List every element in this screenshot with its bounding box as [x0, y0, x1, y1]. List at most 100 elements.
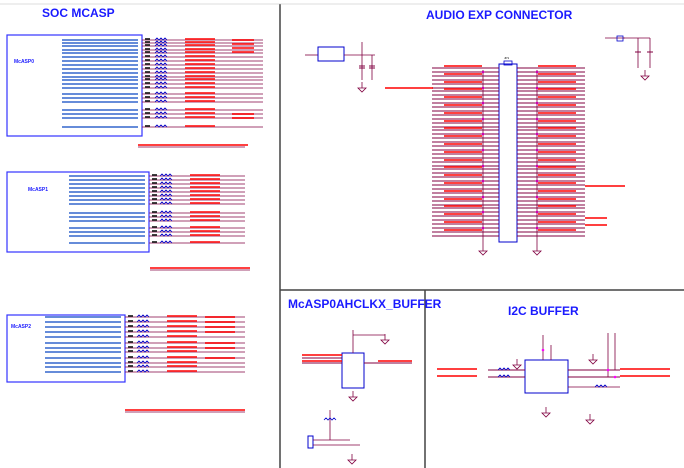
pin-name-label: [62, 126, 138, 128]
net-label: [185, 48, 215, 50]
net-label: [232, 117, 254, 119]
pin-number: [152, 174, 157, 176]
resistor-icon: [154, 99, 168, 103]
net-label: [444, 65, 482, 67]
pin-number: [145, 51, 150, 53]
ferrite-bead: [317, 46, 345, 62]
pin-name-label: [45, 316, 121, 318]
resistor-icon: [154, 40, 168, 44]
pin-number: [145, 92, 150, 94]
net-label: [190, 226, 220, 228]
net-label: [538, 127, 576, 129]
resistor-icon: [154, 37, 168, 41]
pin-number: [128, 365, 133, 367]
pin-name-label: [69, 191, 145, 193]
resistor-icon: [154, 47, 168, 51]
resistor-icon: [159, 229, 173, 233]
net-label: [185, 96, 215, 98]
net-label: [444, 81, 482, 83]
net-label: [185, 71, 215, 73]
net-label: [378, 360, 412, 362]
pin-name-label: [69, 195, 145, 197]
title-mcasp0ahclkx-buffer: McASP0AHCLKX_BUFFER: [288, 297, 442, 311]
pin-number: [145, 108, 150, 110]
net-label: [167, 346, 197, 348]
resistor-icon: [159, 181, 173, 185]
net-label: [185, 67, 215, 69]
resistor-icon: [136, 329, 150, 333]
pin-number: [152, 241, 157, 243]
pin-number: [128, 325, 133, 327]
pin-name-label: [69, 183, 145, 185]
resistor-icon: [159, 214, 173, 218]
pin-number: [145, 59, 150, 61]
pin-name-label: [62, 79, 138, 81]
pin-name-label: [45, 342, 121, 344]
pin-number: [128, 320, 133, 322]
pin-number: [128, 346, 133, 348]
resistor-icon: [159, 197, 173, 201]
net-label: [444, 151, 482, 153]
net-label: [205, 347, 235, 349]
pin-name-label: [45, 362, 121, 364]
block-label-mcasp1: McASP1: [28, 187, 49, 193]
net-label: [185, 78, 215, 80]
net-label: [185, 44, 215, 46]
net-label: [444, 166, 482, 168]
resistor-icon: [154, 115, 168, 119]
resistor-icon: [136, 334, 150, 338]
pin-name-label: [45, 347, 121, 349]
pin-name-label: [62, 76, 138, 78]
pin-name-label: [62, 39, 138, 41]
pin-number: [152, 190, 157, 192]
ground-icon: [347, 459, 357, 465]
pin-name-label: [69, 175, 145, 177]
net-label: [190, 219, 220, 221]
net-label: [185, 86, 215, 88]
pin-name-label: [69, 220, 145, 222]
pin-name-label: [62, 113, 138, 115]
connector-jp1: [498, 63, 518, 243]
net-label: [538, 81, 576, 83]
pin-name-label: [69, 187, 145, 189]
net-label: [538, 104, 576, 106]
net-label: [437, 368, 477, 370]
net-label: [167, 365, 197, 367]
net-label: [185, 75, 215, 77]
pin-number: [145, 48, 150, 50]
net-label: [190, 202, 220, 204]
net-label: [538, 120, 576, 122]
pin-number: [128, 356, 133, 358]
net-label: [190, 182, 220, 184]
resistor-icon: [154, 111, 168, 115]
net-label: [167, 356, 197, 358]
net-label: [185, 38, 215, 40]
net-label: [232, 43, 254, 45]
net-label: [185, 125, 215, 127]
pin-number: [128, 361, 133, 363]
net-label: [190, 190, 220, 192]
net-label: [444, 104, 482, 106]
net-label: [185, 82, 215, 84]
net-label: [167, 325, 197, 327]
pin-name-label: [62, 93, 138, 95]
pin-number: [145, 44, 150, 46]
buffer-ic: [341, 352, 365, 389]
net-label: [385, 87, 433, 89]
pin-number: [145, 116, 150, 118]
resistor-icon: [136, 360, 150, 364]
net-label: [444, 190, 482, 192]
net-label: [190, 174, 220, 176]
net-label: [444, 229, 482, 231]
net-label: [538, 213, 576, 215]
pin-number: [128, 350, 133, 352]
ground-icon: [478, 250, 488, 256]
net-label: [205, 326, 235, 328]
ground-icon: [357, 87, 367, 93]
pin-name-label: [69, 203, 145, 205]
mcasp1-block: [6, 171, 150, 253]
title-audio-exp-connector: AUDIO EXP CONNECTOR: [426, 8, 573, 22]
net-label: [185, 63, 215, 65]
pin-name-label: [62, 45, 138, 47]
